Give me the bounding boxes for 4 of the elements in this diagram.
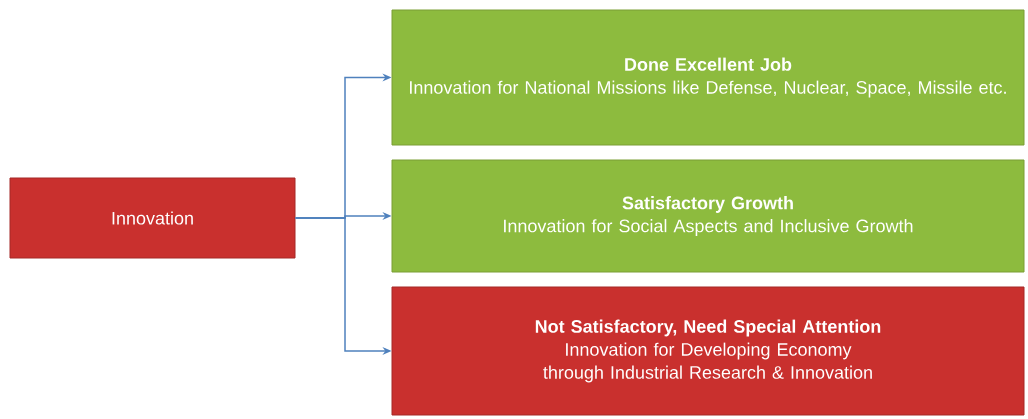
process-box: Innovation [9,177,296,259]
outcome-box: Not Satisfactory, Need Special Attention Innovation for Developing Economy through Industrial Research & Innovation [391,286,1025,416]
outcome-box: Done Excellent Job Innovation for National Missions like Defense, Nuclear, Space, Missile etc. [391,9,1025,146]
outcome-box: Satisfactory Growth Innovation for Social Aspects and Inclusive Growth [391,159,1025,273]
